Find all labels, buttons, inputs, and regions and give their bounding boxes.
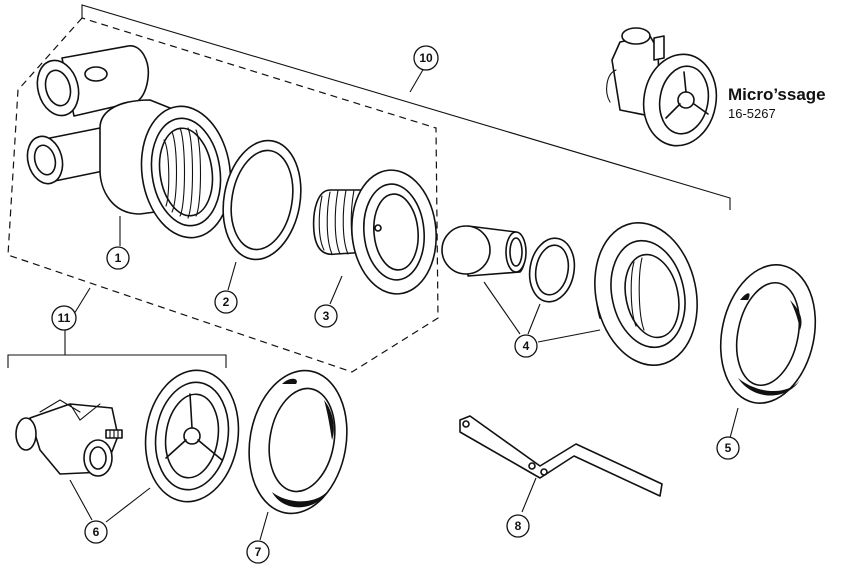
- svg-text:7: 7: [255, 545, 262, 559]
- callout-7: 7: [246, 540, 270, 564]
- jet-body-tee: [26, 45, 232, 246]
- eyeball-and-retainer: [441, 222, 698, 366]
- assembly-bracket-10: [81, 4, 731, 210]
- callout-8: 8: [506, 514, 530, 538]
- escutcheon-trim: [248, 369, 348, 541]
- svg-text:11: 11: [58, 311, 71, 325]
- micro-jet-insert: [15, 369, 240, 523]
- svg-text:8: 8: [515, 519, 522, 533]
- callout-1: 1: [106, 246, 130, 270]
- gasket: [222, 139, 302, 291]
- svg-text:4: 4: [523, 339, 530, 353]
- callout-2: 2: [214, 290, 238, 314]
- assembly-bracket-11: [7, 287, 227, 368]
- callout-3: 3: [314, 304, 338, 328]
- svg-text:10: 10: [419, 51, 433, 65]
- svg-text:3: 3: [323, 309, 330, 323]
- wrench: [459, 415, 663, 513]
- callout-6: 6: [84, 520, 108, 544]
- callout-11: 11: [51, 305, 77, 331]
- assembly-outline-11: [7, 17, 439, 373]
- svg-text:6: 6: [93, 525, 100, 539]
- microssage-product-image: [606, 27, 718, 147]
- callout-4: 4: [514, 334, 538, 358]
- svg-text:5: 5: [725, 441, 732, 455]
- callout-10: 10: [413, 45, 439, 71]
- callout-5: 5: [716, 436, 740, 460]
- product-part-number: 16-5267: [728, 106, 776, 121]
- product-title: Micro’ssage: [728, 85, 826, 104]
- wall-fitting: [312, 169, 437, 305]
- svg-text:2: 2: [223, 295, 230, 309]
- svg-text:1: 1: [115, 251, 122, 265]
- trim-ring: [719, 264, 817, 439]
